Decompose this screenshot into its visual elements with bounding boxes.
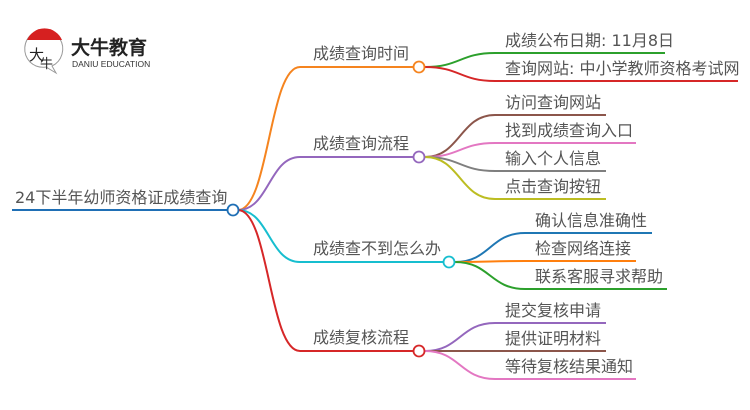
collapse-toggle[interactable] (412, 60, 426, 74)
subtopic-connector (424, 66, 496, 82)
subtopic[interactable]: 确认信息准确性 (535, 211, 647, 230)
svg-text:牛: 牛 (40, 57, 53, 72)
logo-name-en: DANIU EDUCATION (72, 59, 150, 69)
subtopic[interactable]: 成绩公布日期: 11月8日 (505, 31, 674, 50)
branch-topic[interactable]: 成绩查询流程 (313, 134, 409, 153)
subtopic[interactable]: 提交复核申请 (505, 301, 601, 320)
subtopic[interactable]: 点击查询按钮 (505, 177, 601, 196)
branch-connector (237, 66, 301, 211)
branch-topic[interactable]: 成绩查询时间 (313, 44, 409, 63)
subtopic-connector (424, 322, 496, 352)
subtopic[interactable]: 找到成绩查询入口 (505, 121, 633, 140)
logo-name-cn: 大牛教育 (71, 36, 147, 59)
subtopic[interactable]: 联系客服寻求帮助 (535, 267, 663, 286)
collapse-toggle[interactable] (412, 344, 426, 358)
subtopic[interactable]: 访问查询网站 (505, 93, 601, 112)
subtopic-connector (424, 350, 496, 380)
logo-mark: 大 (29, 46, 44, 64)
root-topic[interactable]: 24下半年幼师资格证成绩查询 (15, 188, 227, 207)
subtopic[interactable]: 等待复核结果通知 (505, 357, 633, 376)
subtopic-connector (424, 52, 496, 68)
root-collapse-toggle[interactable] (226, 203, 240, 217)
branch-connector (237, 209, 301, 263)
subtopic-connector (454, 232, 526, 263)
subtopic[interactable]: 输入个人信息 (505, 149, 601, 168)
subtopic[interactable]: 检查网络连接 (535, 239, 631, 258)
branch-topic[interactable]: 成绩查不到怎么办 (313, 239, 441, 258)
subtopic[interactable]: 提供证明材料 (505, 329, 601, 348)
logo: 大 牛 大牛教育 DANIU EDUCATION (24, 28, 150, 75)
subtopic[interactable]: 查询网站: 中小学教师资格考试网 (505, 59, 739, 78)
collapse-toggle[interactable] (442, 255, 456, 269)
subtopic-connector (424, 156, 496, 200)
branch-topic[interactable]: 成绩复核流程 (313, 328, 409, 347)
branch-connector (237, 209, 301, 352)
branch-connector (237, 156, 301, 211)
collapse-toggle[interactable] (412, 150, 426, 164)
subtopic-connector (454, 261, 526, 290)
subtopic-connector (454, 260, 526, 263)
